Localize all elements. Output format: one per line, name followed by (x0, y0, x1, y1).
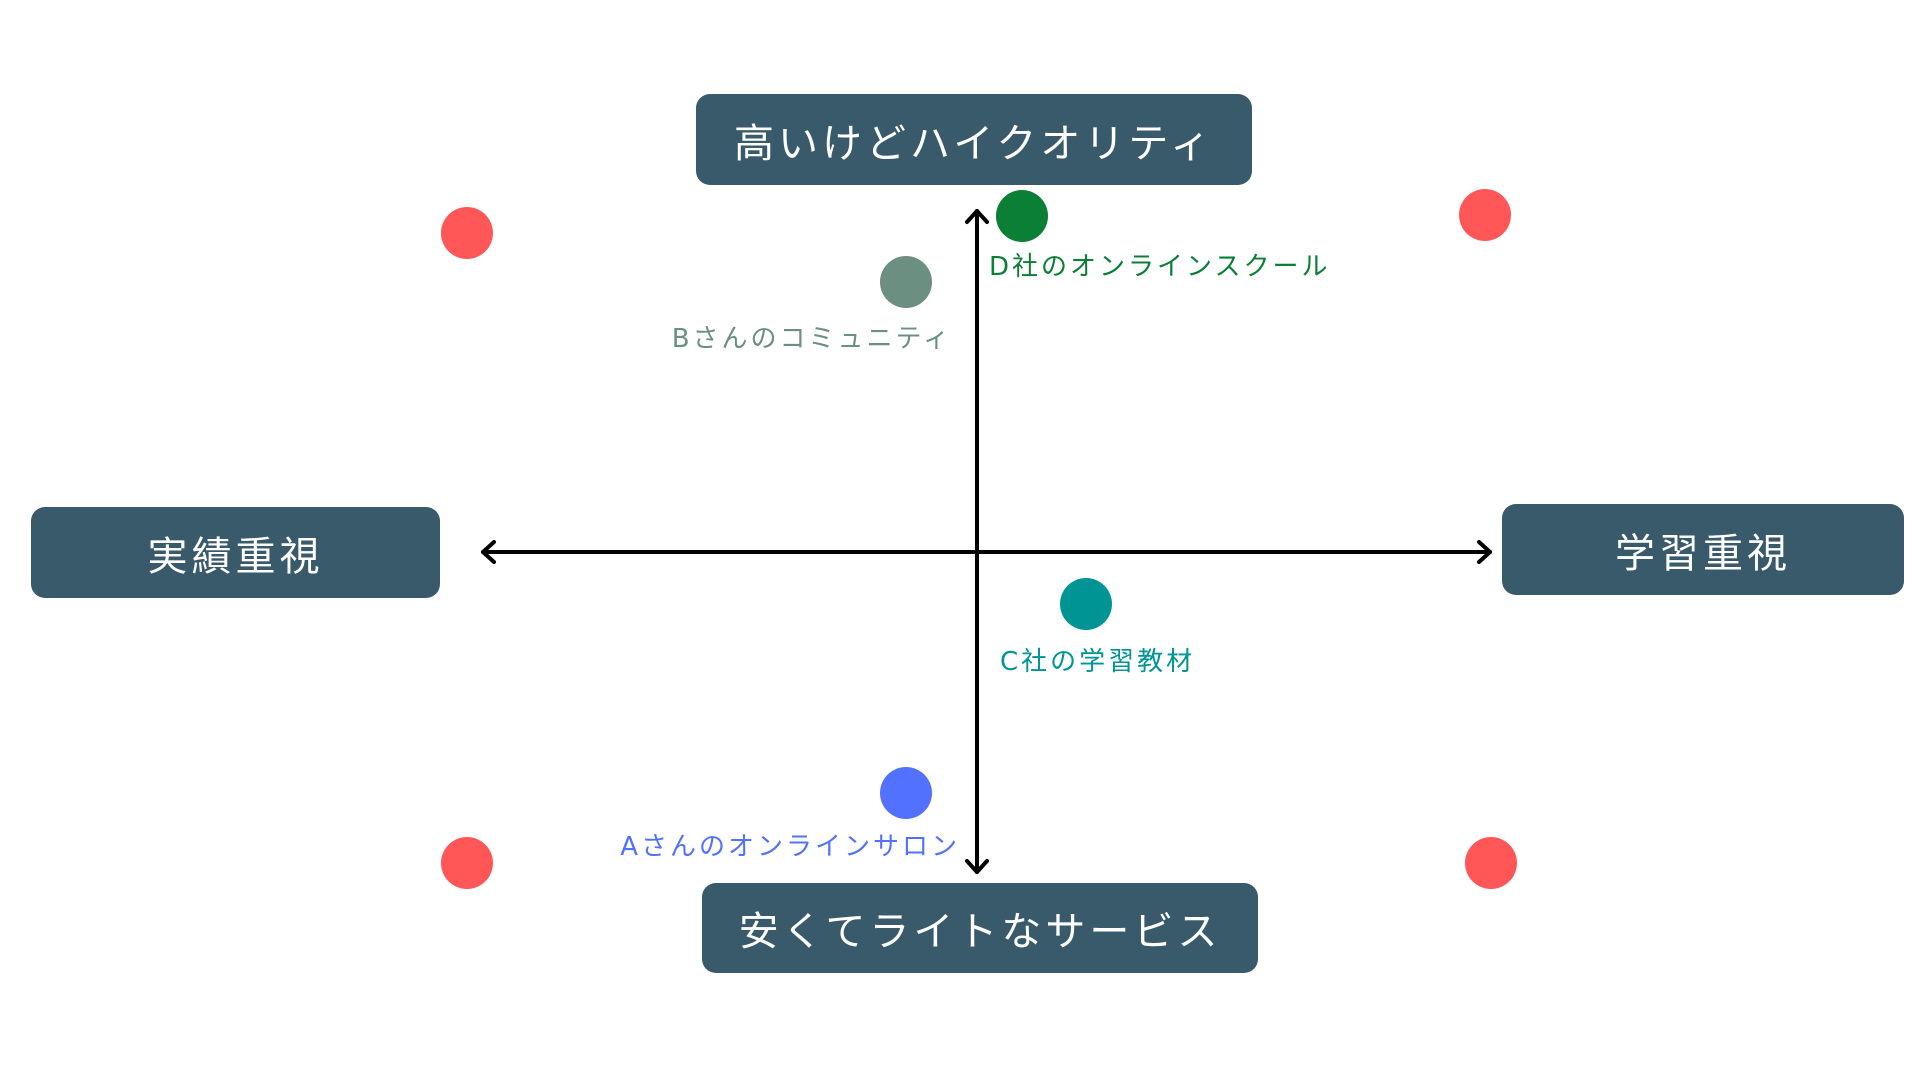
arrow-right (1477, 540, 1492, 564)
point-c-materials (1060, 578, 1112, 630)
corner-marker (441, 837, 493, 889)
axis-label-bottom: 安くてライトなサービス (702, 883, 1258, 973)
axis-label-top: 高いけどハイクオリティ (696, 94, 1252, 185)
label-c-materials: C社の学習教材 (1000, 647, 1196, 677)
axis-label-left: 実績重視 (31, 507, 440, 598)
corner-marker (441, 207, 493, 259)
arrow-up (965, 209, 989, 224)
corner-marker (1459, 189, 1511, 241)
point-a-salon (880, 767, 932, 819)
point-b-community (880, 256, 932, 308)
arrow-left (481, 540, 496, 564)
arrow-down (965, 859, 989, 874)
label-a-salon: Aさんのオンラインサロン (620, 832, 960, 862)
label-b-community: Bさんのコミュニティ (671, 324, 952, 354)
point-d-school (996, 190, 1048, 242)
label-d-school: D社のオンラインスクール (989, 252, 1331, 282)
corner-marker (1465, 837, 1517, 889)
axis-label-right: 学習重視 (1502, 504, 1904, 595)
